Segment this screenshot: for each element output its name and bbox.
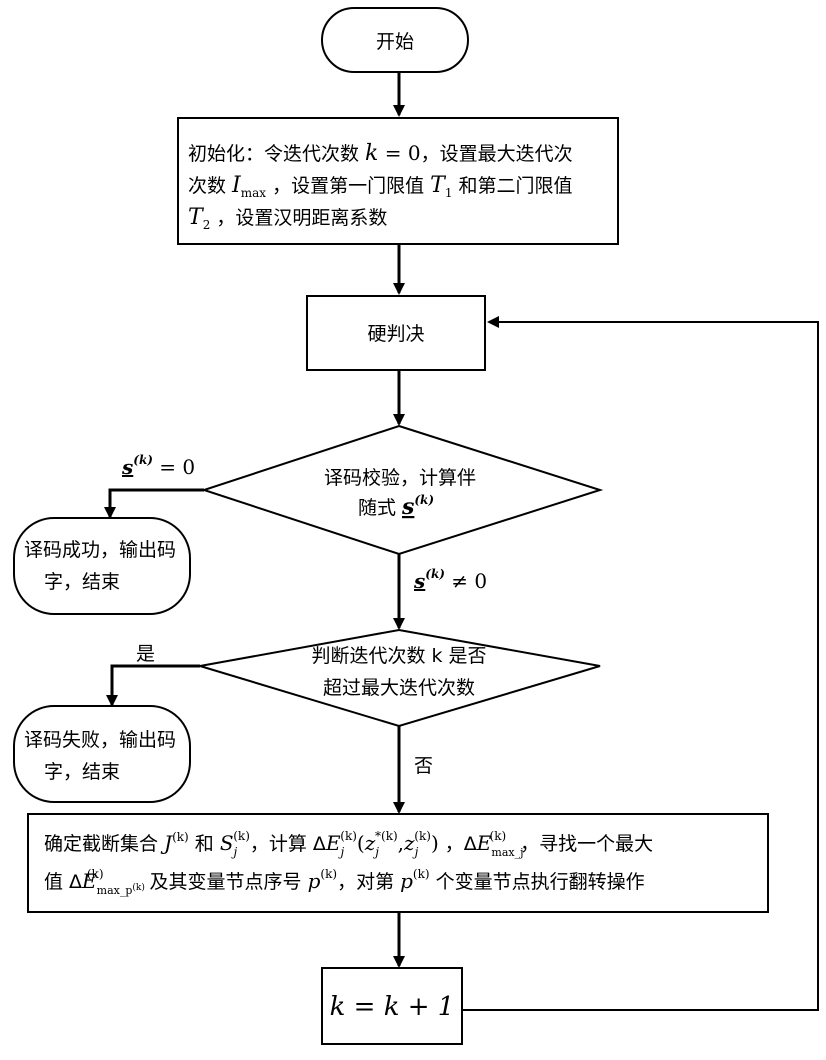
label-s-zero: s(k) = 0 [121,453,195,479]
syndrome-line-1: 译码校验，计算伴 [324,467,476,489]
syndrome-decision-node: 译码校验，计算伴 随式 s(k) [204,426,600,554]
success-line-1: 译码成功，输出码 [24,539,176,561]
failure-node: 译码失败，输出码 字，结束 [14,706,190,802]
edge-syndrome-success [110,490,204,517]
init-line-3: T2 ，设置汉明距离系数 [188,205,387,232]
init-line-1: 初始化：令迭代次数 k = 0，设置最大迭代次 [188,141,573,166]
label-s-nonzero: s(k) ≠ 0 [413,567,487,593]
check-iteration-line-1: 判断迭代次数 k 是否 [311,645,486,667]
hard-decision-node: 硬判决 [307,296,485,370]
check-iteration-line-2: 超过最大迭代次数 [323,677,475,699]
label-no: 否 [414,755,433,777]
init-node: 初始化：令迭代次数 k = 0，设置最大迭代次 次数 Imax ，设置第一门限值… [178,118,618,244]
failure-line-2: 字，结束 [44,761,120,783]
increment-node: k = k + 1 [322,968,462,1044]
flip-node: 确定截断集合 J(k) 和 Sj(k)，计算 ΔEj(k)(zj*(k),zj(… [28,814,768,912]
success-node: 译码成功，输出码 字，结束 [14,518,190,614]
hard-decision-label: 硬判决 [367,323,424,345]
edge-check-failure [112,666,200,705]
label-yes: 是 [136,643,155,665]
failure-line-1: 译码失败，输出码 [24,729,176,751]
start-node: 开始 [322,8,468,72]
success-line-2: 字，结束 [44,571,120,593]
increment-label: k = k + 1 [330,992,455,1022]
start-label: 开始 [376,31,414,53]
check-iteration-node: 判断迭代次数 k 是否 超过最大迭代次数 [200,630,600,726]
